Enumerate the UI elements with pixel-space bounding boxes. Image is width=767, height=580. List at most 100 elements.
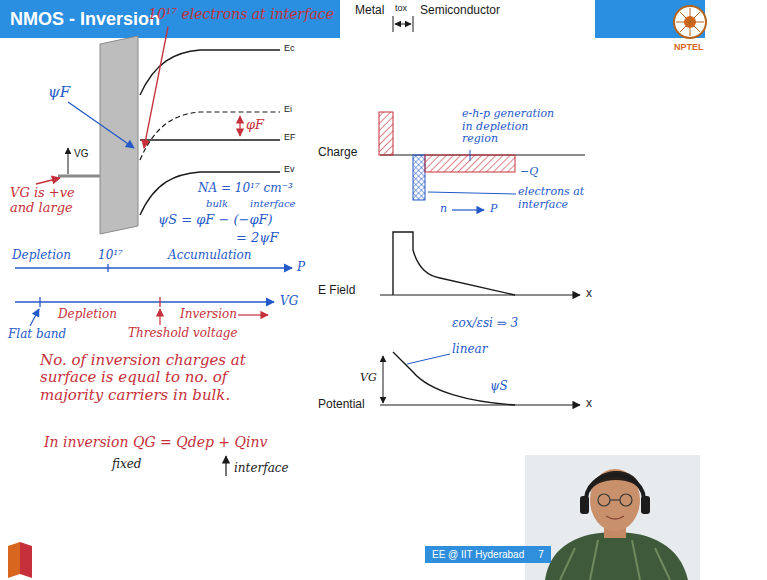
handwritten-note: bulk [206,198,228,210]
axis-point-label: Flat band [8,328,66,342]
efield-plot [452,209,484,210]
handwritten-symbol: ψF [48,84,70,101]
axis-label: x [586,287,592,301]
gate-voltage-axis [159,309,160,325]
annotation-arrows [144,27,168,148]
handwritten-symbol: P [490,203,497,216]
handwritten-note: interface [250,198,296,210]
handwritten-note: fixed [112,458,142,472]
lecturer-video [580,496,589,514]
axis-label: VG [280,295,298,309]
nptel-logo [680,12,700,32]
lecturer-video [545,532,688,580]
band-label: Ei [284,104,292,114]
lecturer-video [525,455,700,580]
handwritten-note: electrons at interface [518,186,596,211]
band-diagram [100,36,138,234]
charge-plot [470,150,471,161]
axis-point-label: Threshold voltage [128,327,238,341]
handwritten-equation: NA = 10¹⁷ cm⁻³ [198,182,293,196]
annotation-arrows [239,116,240,136]
plot-label: E Field [318,284,355,298]
band-label: Ec [284,43,295,53]
band-diagram [140,139,280,140]
footer-text: 7 [538,549,544,560]
lecturer-video [610,499,620,500]
potential-plot [393,352,515,405]
gate-voltage-axis [15,301,274,302]
region-label: Semiconductor [420,4,500,18]
plot-label: Potential [318,398,365,412]
axis-region-label: Depletion [12,249,71,263]
region-label: Metal [355,4,384,18]
lecturer-video [586,475,644,505]
band-diagram [68,148,69,174]
charge-plot [428,192,516,194]
handwritten-symbol: n [440,203,447,216]
band-label: Ev [284,164,295,174]
band-diagram [58,175,100,178]
axis-region-label: Accumulation [168,249,252,263]
handwritten-equation: In inversion QG = Qdep + Qinv [44,434,267,450]
potential-plot [380,352,580,405]
potential-plot [380,404,580,405]
tox-dimension [393,16,394,32]
handwritten-equation: = 2ψF [236,231,279,246]
tox-dimension [395,24,411,25]
gate-voltage-axis [39,297,40,307]
handwritten-symbol: −Q [520,166,538,179]
doping-axis [15,264,292,272]
axis-label: P [297,261,305,275]
nptel-logo [674,6,706,38]
potential-plot [383,356,384,403]
handwritten-note: interface [234,462,289,476]
handwritten-note: 10¹⁷ electrons at interface [148,6,334,22]
annotation-arrows [36,178,60,184]
handwritten-symbol: φF [246,118,264,133]
doping-axis [15,267,292,268]
nptel-book-icon [8,542,20,578]
lecturer-video [620,494,632,506]
annotation-arrows [36,27,240,184]
figure-ground [340,0,595,40]
lecturer-video [598,494,610,506]
plot-label: Charge [318,146,357,160]
footer-box: EE @ IIT Hyderabad 7 [425,546,551,563]
band-diagram [140,112,280,160]
efield-plot [380,210,580,295]
handwritten-note: No. of inversion charges at surface is e… [40,352,280,404]
gate-voltage-axis [15,297,274,326]
gate-voltage-axis [238,314,268,315]
charge-plot [379,112,393,155]
handwritten-note: VG is +ve and large [10,186,102,216]
nptel-book-icon [8,542,32,578]
footer-text: EE @ IIT Hyderabad [432,549,524,560]
nptel-book-icon [20,542,32,578]
axis-tick-label: 10¹⁷ [98,249,123,263]
tox-dimension [393,16,413,32]
axis-region-label: Inversion [180,308,237,322]
dimension-label: tox [395,3,407,13]
lecturer-video [641,496,650,514]
slide-title: NMOS - Inversion [10,9,160,30]
gate-voltage-axis [159,297,160,307]
interface-arrow [225,456,226,476]
logo-text: NPTEL [674,42,704,52]
axis-label: x [586,397,592,411]
efield-plot [380,294,580,295]
band-diagram [58,36,280,234]
nptel-logo [680,12,700,32]
axis-region-label: Depletion [58,308,117,322]
tox-dimension [413,16,414,32]
potential-plot [407,354,450,364]
lecturer-video [525,455,700,580]
lecturer-video [606,516,624,519]
handwritten-equation: ψS = φF − (−φF) [158,213,273,228]
nptel-logo [674,6,706,38]
handwritten-equation: εox/εsi ⇒ 3 [452,317,518,331]
gate-voltage-axis [30,309,39,326]
voltage-label: VG [74,148,88,160]
